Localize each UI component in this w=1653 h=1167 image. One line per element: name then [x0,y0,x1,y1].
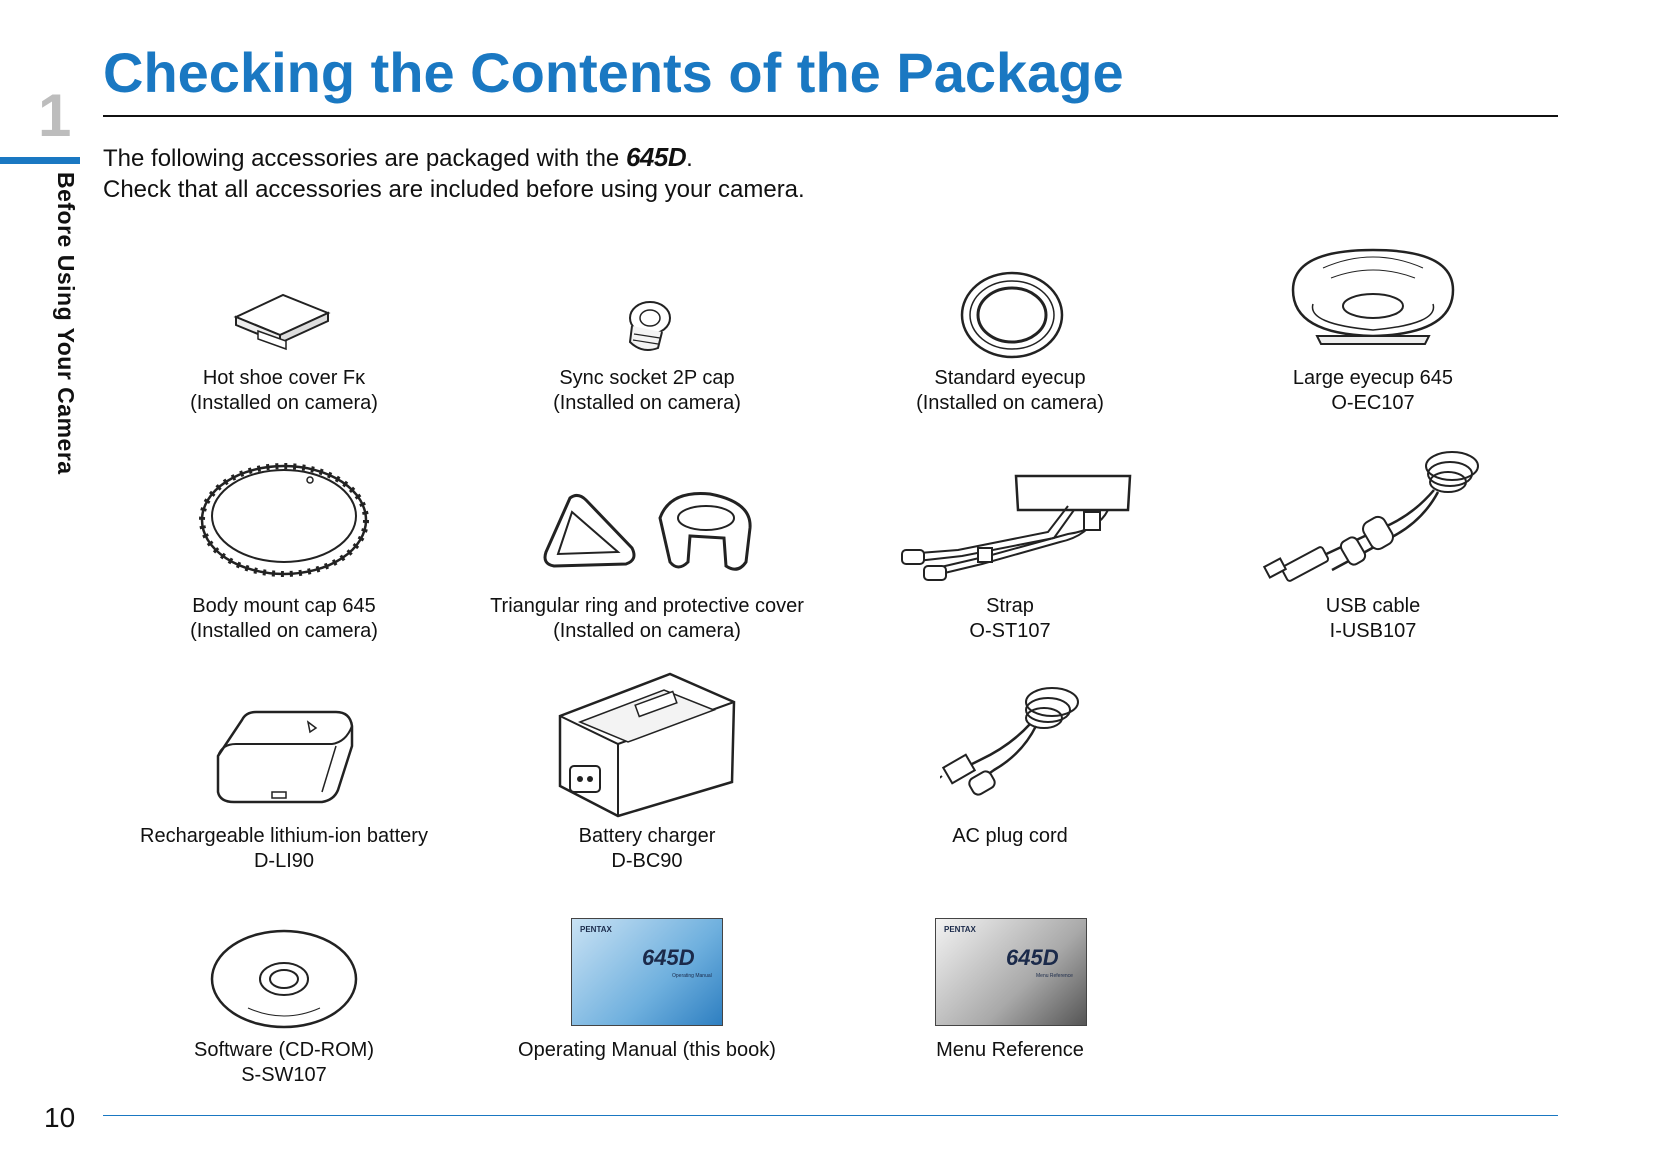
intro-line-1: The following accessories are packaged w… [103,142,693,172]
intro-text: The following accessories are packaged w… [103,142,805,205]
item-operating-manual: Operating Manual (this book) [518,1039,776,1061]
menu-reference-subtitle: Menu Reference [1036,973,1073,979]
footer-rule [103,1115,1558,1116]
item-menu-reference: Menu Reference [936,1039,1084,1061]
cd-rom-icon [210,929,358,1029]
ac-plug-cord-icon [940,687,1079,796]
sync-socket-cap-icon [628,301,671,351]
item-hot-shoe-cover: Hot shoe cover Fκ (Installed on camera) [190,367,378,414]
item-sync-socket-cap: Sync socket 2P cap (Installed on camera) [553,367,741,414]
manual-model: 645D [642,945,695,970]
body-mount-cap-icon [199,463,369,577]
page-number: 10 [44,1102,76,1133]
item-battery-charger: Battery charger D-BC90 [578,825,716,872]
menu-reference-brand: PENTAX [944,925,976,934]
battery-icon [216,710,354,804]
chapter-number: 1 [38,82,72,149]
item-battery: Rechargeable lithium-ion battery D-LI90 [140,825,428,872]
menu-reference-icon: PENTAX 645D Menu Reference [935,918,1087,1026]
title-rule [103,115,1558,117]
strap-icon [901,474,1132,581]
item-body-mount-cap: Body mount cap 645 (Installed on camera) [190,595,378,642]
battery-charger-icon [558,672,736,818]
chapter-bar [0,157,80,164]
model-logo: 645D [625,142,687,172]
hot-shoe-cover-icon [233,293,331,351]
item-strap: Strap O-ST107 [969,595,1051,642]
manual-subtitle: Operating Manual [672,973,712,979]
usb-cable-icon [1262,451,1479,582]
large-eyecup-icon [1291,248,1455,345]
triangular-ring-icon [543,492,752,571]
item-usb-cable: USB cable I-USB107 [1325,595,1421,642]
item-cd-rom: Software (CD-ROM) S-SW107 [193,1039,374,1086]
item-ac-plug-cord: AC plug cord [952,825,1068,847]
intro-line-2: Check that all accessories are included … [103,176,805,203]
operating-manual-icon: PENTAX 645D Operating Manual [571,918,723,1026]
page-title: Checking the Contents of the Package [103,41,1124,104]
chapter-side-label: Before Using Your Camera [53,172,79,475]
standard-eyecup-icon [960,271,1064,359]
menu-reference-model: 645D [1006,945,1059,970]
item-standard-eyecup: Standard eyecup (Installed on camera) [916,367,1104,414]
item-large-eyecup: Large eyecup 645 O-EC107 [1292,367,1454,414]
item-triangular-ring: Triangular ring and protective cover (In… [490,595,804,642]
manual-brand: PENTAX [580,925,612,934]
